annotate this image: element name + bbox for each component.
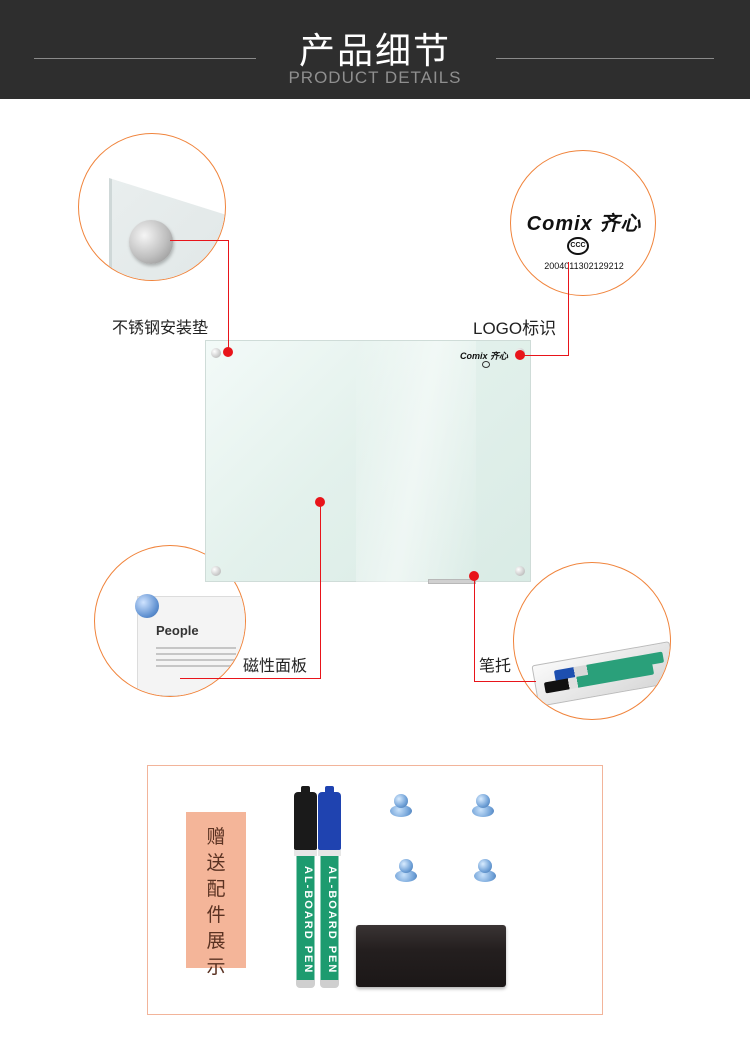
- callout-line: [474, 576, 475, 682]
- header-divider-right: [496, 58, 714, 59]
- accessories-tag-text: 赠 送 配 件 展 示: [206, 826, 226, 978]
- magnet-icon: [472, 794, 494, 820]
- logo-detail-circle: Comix 齐心 CCC 2004011302129212: [510, 150, 656, 296]
- panel-label: 磁性面板: [243, 656, 308, 675]
- board-ccc-icon: [482, 361, 490, 368]
- callout-line: [522, 355, 569, 356]
- header-divider-left: [34, 58, 256, 59]
- callout-line: [474, 681, 536, 682]
- standoff-detail-circle: [78, 133, 226, 281]
- black-marker-image: AL-BOARD PEN: [294, 786, 317, 988]
- board-glare: [356, 341, 476, 583]
- magnet-icon: [390, 794, 412, 820]
- brand-logo: Comix 齐心: [526, 213, 642, 235]
- accessories-tag: 赠 送 配 件 展 示: [186, 812, 246, 978]
- board-pen-tray: [428, 579, 476, 584]
- bolt-icon: [211, 566, 221, 576]
- callout-line: [170, 240, 229, 241]
- callout-line: [180, 678, 321, 679]
- section-subtitle: PRODUCT DETAILS: [288, 68, 462, 87]
- certificate-number: 2004011302129212: [544, 261, 624, 271]
- magnet-icon: [395, 859, 417, 885]
- blue-marker-image: AL-BOARD PEN: [318, 786, 341, 988]
- eraser-image: [356, 925, 506, 987]
- card-text-lines: [156, 647, 236, 671]
- whiteboard-image: Comix 齐心: [205, 340, 531, 584]
- callout-line: [320, 502, 321, 679]
- callout-dot: [515, 350, 525, 360]
- callout-dot: [223, 347, 233, 357]
- section-header: 产品细节 PRODUCT DETAILS: [0, 0, 750, 99]
- standoff-label: 不锈钢安装垫: [112, 318, 209, 337]
- ccc-mark-icon: CCC: [567, 237, 589, 255]
- card-title: People: [156, 623, 199, 638]
- callout-line: [228, 240, 229, 352]
- section-title: 产品细节: [298, 31, 451, 72]
- standoff-image: [129, 220, 173, 264]
- magnet-pin-icon: [135, 594, 159, 618]
- board-logo: Comix 齐心: [459, 351, 508, 361]
- accessories-box: 赠 送 配 件 展 示 AL-BOARD PEN AL-BOARD PEN: [147, 765, 603, 1015]
- marker-brand: AL-BOARD PEN: [326, 866, 338, 975]
- marker-brand: AL-BOARD PEN: [302, 866, 314, 975]
- bolt-icon: [211, 348, 221, 358]
- bolt-icon: [515, 566, 525, 576]
- magnet-icon: [474, 859, 496, 885]
- pen-tray-label: 笔托: [479, 656, 512, 675]
- callout-line: [568, 262, 569, 356]
- pen-tray-detail-circle: [513, 562, 671, 720]
- logo-label: LOGO标识: [473, 319, 557, 338]
